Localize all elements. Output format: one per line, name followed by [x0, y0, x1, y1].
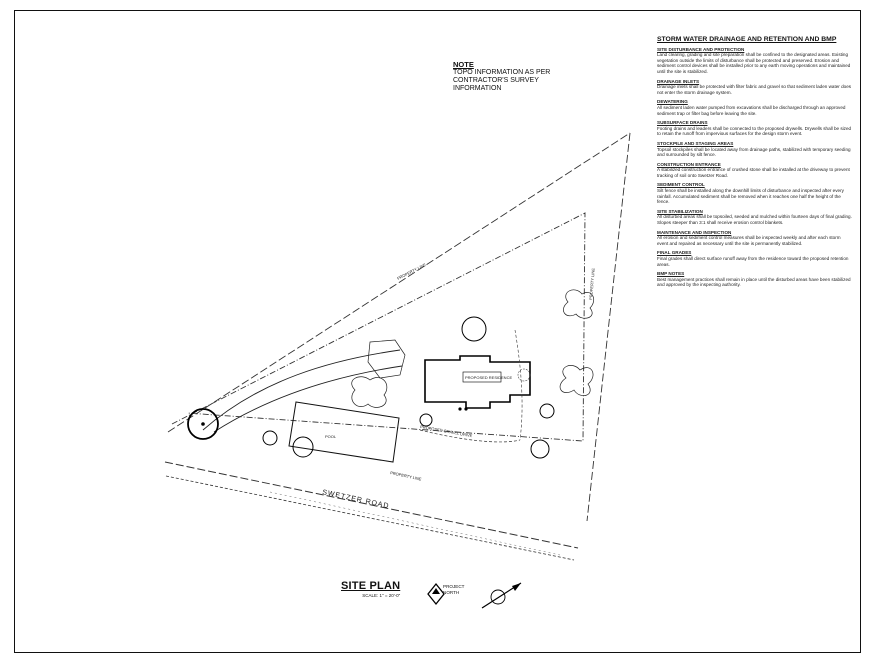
north-label-line-1: PROJECT	[443, 584, 465, 589]
road-edge-south	[165, 475, 575, 561]
property-line-hypotenuse	[167, 132, 631, 433]
spec-body: Best management practices shall remain i…	[657, 276, 851, 288]
spec-heading: SITE DISTURBANCE AND PROTECTION	[657, 46, 745, 52]
tree-trunk	[201, 422, 205, 426]
driveway-edge-lower	[213, 365, 403, 433]
tree-small-1	[262, 430, 278, 446]
north-arrow-icon	[427, 582, 445, 606]
spec-body: Topsoil stockpiles shall be located away…	[657, 146, 851, 158]
true-north-compass-icon	[481, 582, 522, 609]
spec-body: Final grades shall direct surface runoff…	[657, 256, 849, 267]
house-label-box	[462, 371, 502, 383]
property-line-east	[586, 132, 631, 522]
drainage-path-east	[514, 329, 523, 441]
spec-body: Silt fence shall be installed along the …	[657, 188, 844, 205]
spec-heading: DRAINAGE INLETS	[657, 78, 700, 84]
property-line-inner	[171, 212, 586, 442]
road-name-label: SWETZER ROAD	[322, 489, 390, 510]
spec-section: STOCKPILE AND STAGING AREAS Topsoil stoc…	[657, 141, 853, 158]
spec-body: Drainage inlets shall be protected with …	[657, 84, 852, 95]
spec-body: Land clearing, grading and site preparat…	[657, 52, 851, 74]
spec-heading: CONSTRUCTION ENTRANCE	[657, 161, 721, 167]
tree-small-2	[539, 403, 555, 419]
note-title: NOTE	[453, 60, 474, 69]
pool-label: POOL	[325, 434, 337, 439]
spec-section: CONSTRUCTION ENTRANCE A stabilized const…	[657, 162, 853, 179]
spec-heading: DEWATERING	[657, 99, 688, 105]
pool-outline	[288, 401, 400, 463]
spec-section: DRAINAGE INLETS Drainage inlets shall be…	[657, 79, 853, 96]
spec-body: Footing drains and leaders shall be conn…	[657, 125, 852, 137]
note-line: CONTRACTOR'S SURVEY	[453, 77, 539, 84]
spec-body: A stabilized construction entrance of cr…	[657, 167, 850, 178]
note-line: TOPO INFORMATION AS PER	[453, 69, 551, 76]
road-edge-north	[164, 461, 579, 549]
entry-marker-1	[458, 407, 462, 411]
entry-marker-2	[464, 407, 468, 411]
spec-section: DEWATERING All sediment laden water pump…	[657, 99, 853, 116]
tree-medium-2	[461, 316, 487, 342]
tree-medium-3	[530, 439, 550, 459]
spec-section: FINAL GRADES Final grades shall direct s…	[657, 250, 853, 267]
storm-water-specs: STORM WATER DRAINAGE AND RETENTION AND B…	[657, 36, 853, 292]
tree-small-3	[419, 413, 433, 427]
spec-heading: SEDIMENT CONTROL	[657, 182, 705, 188]
spec-section: BMP NOTES Best management practices shal…	[657, 271, 853, 288]
property-line-label-south: PROPERTY LINE	[390, 470, 423, 482]
title-block: SITE PLAN SCALE: 1" = 20'-0"	[341, 580, 400, 598]
spec-heading: MAINTENANCE AND INSPECTION	[657, 229, 732, 235]
specs-title: STORM WATER DRAINAGE AND RETENTION AND B…	[657, 36, 837, 43]
tree-small-4	[517, 368, 531, 382]
topo-note: NOTE TOPO INFORMATION AS PER CONTRACTOR'…	[453, 61, 550, 93]
note-line: INFORMATION	[453, 85, 502, 92]
spec-body: All sediment laden water pumped from exc…	[657, 104, 846, 116]
spec-heading: STOCKPILE AND STAGING AREAS	[657, 140, 734, 146]
tree-large-west	[187, 408, 219, 440]
north-label-line-2: NORTH	[443, 590, 460, 595]
spec-section: SITE STABILIZATION All disturbed areas s…	[657, 209, 853, 226]
spec-heading: BMP NOTES	[657, 271, 685, 277]
spec-heading: FINAL GRADES	[657, 250, 692, 256]
project-north-label: PROJECT NORTH	[443, 584, 464, 596]
existing-structure-outline	[367, 339, 406, 379]
drainage-swale	[419, 429, 521, 443]
spec-heading: SUBSURFACE DRAINS	[657, 120, 708, 126]
shrub-cluster-3	[559, 365, 594, 397]
road-centerline	[269, 491, 561, 556]
spec-section: SITE DISTURBANCE AND PROTECTION Land cle…	[657, 47, 853, 75]
spec-section: SUBSURFACE DRAINS Footing drains and lea…	[657, 120, 853, 137]
spec-section: SEDIMENT CONTROL Silt fence shall be ins…	[657, 182, 853, 204]
tree-medium-1	[292, 436, 314, 458]
spec-body: All disturbed areas shall be topsoiled, …	[657, 214, 852, 226]
shrub-cluster-2	[563, 289, 594, 319]
drawing-sheet-border	[14, 10, 861, 653]
shrub-cluster-1	[351, 376, 388, 408]
property-line-label-north: PROPERTY LINE	[396, 262, 427, 281]
spec-body: All erosion and sediment control measure…	[657, 235, 841, 246]
driveway-edge-upper	[202, 349, 401, 431]
drawing-scale: SCALE: 1" = 20'-0"	[362, 593, 401, 598]
house-label: PROPOSED RESIDENCE	[465, 375, 512, 380]
spec-section: MAINTENANCE AND INSPECTION All erosion a…	[657, 230, 853, 247]
drawing-title: SITE PLAN	[341, 580, 401, 592]
spec-heading: SITE STABILIZATION	[657, 208, 703, 214]
property-line-label-east: PROPERTY LINE	[588, 268, 596, 301]
